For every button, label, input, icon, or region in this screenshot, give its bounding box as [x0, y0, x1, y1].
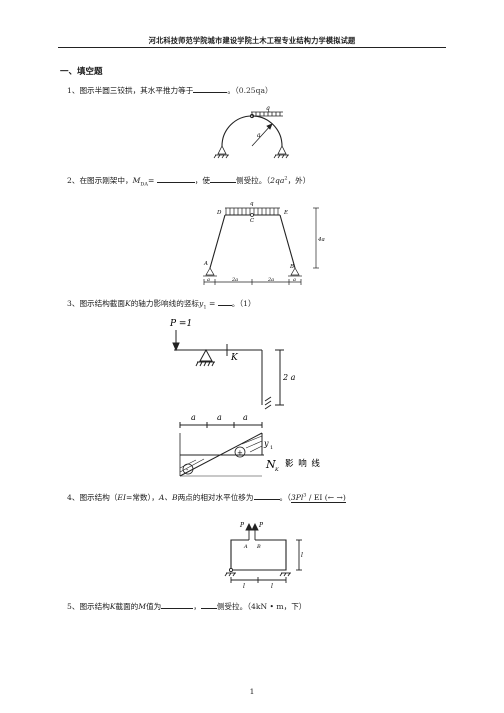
q5-num: 5、 — [67, 602, 80, 611]
q3-y-sub: 1 — [203, 304, 207, 311]
q3-text-b: 的轴力影响线的竖标 — [130, 299, 200, 308]
fig2-dim-2: 2a — [231, 277, 238, 283]
fig2-dim-3: 2a — [267, 277, 274, 283]
fig2-q: q — [250, 201, 254, 207]
q2-answer-tail: ，外） — [287, 176, 311, 185]
q4-ei: EI — [117, 493, 126, 502]
q5-text-c: 值为 — [146, 602, 162, 611]
question-4: 4、图示结构（EI=常数），A、B两点的相对水平位移为 。（3Pl3 / EI (… — [67, 492, 346, 503]
question-1: 1、图示半圆三铰拱，其水平推力等于 。（0.25qa） — [67, 85, 273, 96]
question-3: 3、图示结构截面K的轴力影响线的竖标y1 = 。（1） — [67, 298, 256, 311]
fig2-C: C — [250, 218, 255, 224]
fig4-P1: P — [239, 522, 245, 529]
q3-num: 3、 — [67, 299, 80, 308]
fig2-B: B — [289, 264, 294, 270]
fig4-l-v: l — [301, 552, 303, 559]
fig2-A: A — [203, 261, 208, 267]
q2-blank-1 — [156, 175, 195, 183]
q1-text-a: 图示半圆三铰拱，其水平推力等于 — [79, 86, 194, 95]
q4-num: 4、 — [67, 493, 80, 502]
fig2-dim-4: a — [293, 277, 296, 283]
fig3-load: P =1 — [169, 319, 192, 329]
q4-blank — [253, 492, 280, 500]
q3-blank — [217, 298, 232, 306]
q2-answer-sup: 2 — [284, 175, 288, 182]
q2-text-a: 在图示刚架中， — [79, 176, 133, 185]
q5-m: M — [138, 602, 147, 611]
fig3-NK: N — [265, 458, 276, 471]
q3-text-c: 。（1） — [231, 299, 256, 308]
q4-answer-tail: / EI (← →) — [306, 493, 346, 502]
q1-answer: （0.25qa） — [234, 86, 273, 95]
fig4-A: A — [243, 544, 248, 550]
fig4-l-h2: l — [271, 583, 273, 590]
q1-blank — [193, 85, 228, 93]
q5-text-d: ， — [193, 602, 201, 611]
q3-k: K — [125, 299, 131, 308]
column-ad — [209, 214, 226, 269]
page-header: 河北科技师范学院城市建设学院土木工程专业结构力学模拟试题 — [148, 36, 356, 45]
q1-num: 1、 — [67, 86, 80, 95]
page-number: 1 — [249, 687, 255, 696]
fig3-y1: y — [263, 439, 269, 448]
q5-k: K — [109, 602, 116, 611]
fig4-B: B — [256, 544, 261, 550]
fig3-plus: + — [237, 449, 243, 457]
q5-text-a: 图示结构 — [79, 602, 110, 611]
q2-blank-2 — [209, 175, 236, 183]
fig4-l-h1: l — [243, 583, 245, 590]
q5-text-e: 侧受拉。（4kN • m，下） — [216, 602, 307, 611]
fig3-NK-sub: K — [274, 467, 279, 473]
q2-symbol: M — [132, 176, 141, 185]
q3-text-a: 图示结构截面 — [79, 299, 125, 308]
q5-text-b: 截面的 — [115, 602, 139, 611]
il-diagonal — [179, 432, 263, 477]
q2-answer-math: 2qa — [270, 176, 285, 185]
fig2-dim-1: a — [207, 277, 210, 283]
q4-text-a: 图示结构（ — [79, 493, 118, 502]
fig2-E: E — [283, 210, 288, 216]
fig1-a-label: a — [257, 132, 261, 139]
q3-y: y — [199, 299, 204, 308]
q4-ab: A、B — [158, 493, 178, 502]
fig3-height: 2 a — [282, 373, 296, 382]
fig3-dim-3: a — [243, 413, 248, 422]
q4-answer-sup: 3 — [303, 492, 307, 499]
q5-blank-2 — [200, 601, 217, 609]
q5-blank-1 — [161, 601, 194, 609]
fig2-height: 4a — [317, 237, 325, 243]
fig3-il-label: 影 响 线 — [285, 458, 321, 469]
q2-num: 2、 — [67, 176, 80, 185]
q2-symbol-sub: DA — [140, 181, 148, 188]
q4-text-c: 两点的相对水平位移为 — [177, 493, 254, 502]
question-2: 2、在图示刚架中，MDA= ，使 侧受拉。（2qa2，外） — [67, 175, 311, 188]
fig2-D: D — [216, 210, 222, 216]
q2-text-c: 侧受拉。（ — [235, 176, 271, 185]
q4-answer-math: 3Pl — [290, 493, 304, 502]
header-rule — [58, 47, 446, 48]
q4-text-d: 。（ — [279, 493, 291, 502]
column-be — [279, 214, 296, 269]
q2-text-b: ，使 — [194, 176, 210, 185]
question-5: 5、图示结构K截面的M值为 ， 侧受拉。（4kN • m，下） — [67, 601, 306, 612]
fig3-K: K — [230, 353, 239, 363]
fig3-dim-2: a — [217, 413, 222, 422]
section-title: 一、填空题 — [60, 67, 103, 77]
q2-eq: = — [148, 176, 155, 185]
fig4-P2: P — [258, 522, 264, 529]
fig3-dim-1: a — [191, 413, 196, 422]
fig1-q-label: q — [266, 105, 270, 112]
fig3-minus: - — [186, 466, 189, 474]
q4-text-b: =常数）， — [125, 493, 159, 502]
q1-text-b: 。 — [227, 86, 235, 95]
frame-outline — [230, 539, 287, 571]
fig3-y1-sub: 1 — [270, 445, 273, 451]
q3-eq: = — [208, 299, 216, 308]
